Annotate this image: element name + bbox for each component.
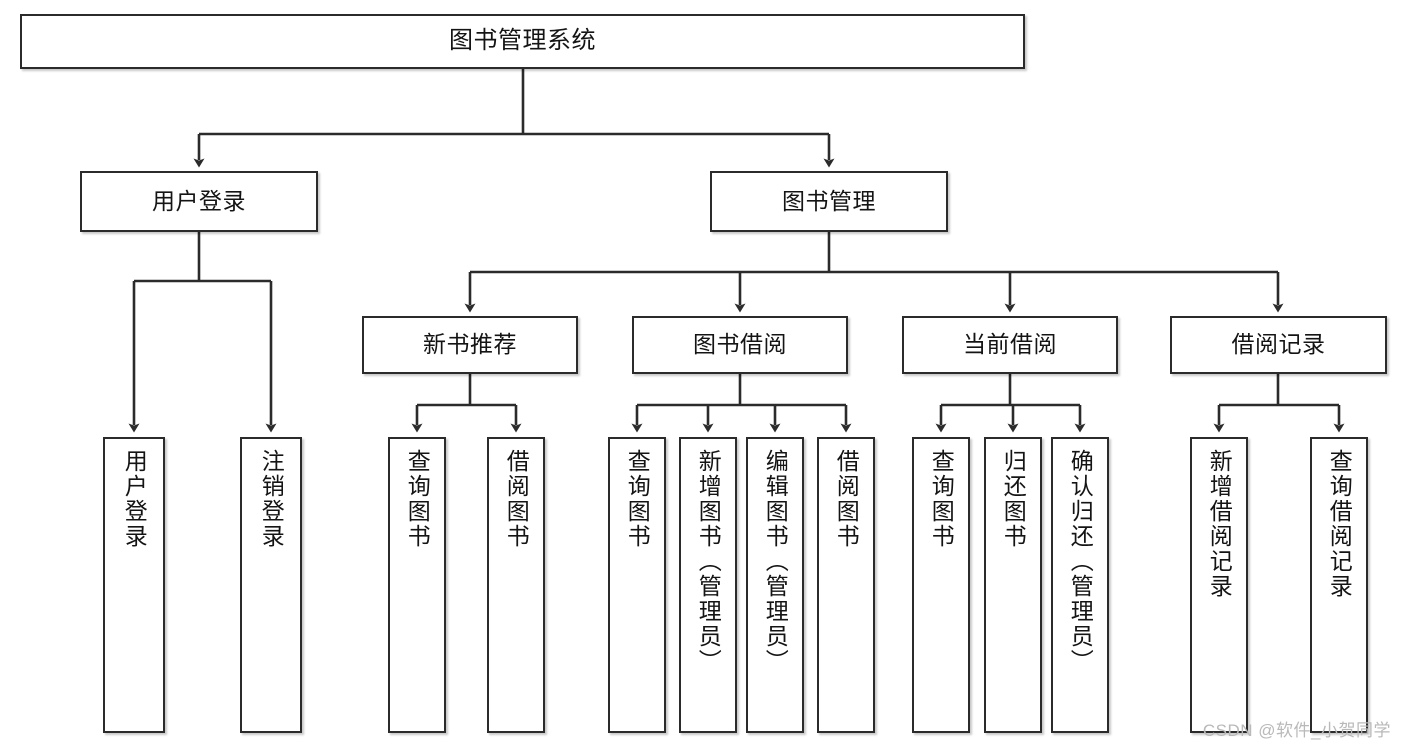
node-leaf-add-borrow-record[interactable]: 新增借阅记录 <box>1190 437 1248 733</box>
node-label: 新书推荐 <box>423 331 517 358</box>
node-label: 图书管理系统 <box>449 27 596 55</box>
node-new-book-recommend[interactable]: 新书推荐 <box>362 316 578 374</box>
node-label: 注销登录 <box>258 449 285 549</box>
node-leaf-return-book[interactable]: 归还图书 <box>984 437 1042 733</box>
node-label: 查询借阅记录 <box>1326 449 1353 599</box>
node-root-system[interactable]: 图书管理系统 <box>20 14 1025 69</box>
node-borrow-record[interactable]: 借阅记录 <box>1170 316 1387 374</box>
node-leaf-borrow-book-2[interactable]: 借阅图书 <box>817 437 875 733</box>
node-leaf-edit-book-admin[interactable]: 编辑图书（管理员） <box>746 437 804 733</box>
node-label: 用户登录 <box>121 449 148 549</box>
node-user-login[interactable]: 用户登录 <box>80 171 318 232</box>
node-book-borrow[interactable]: 图书借阅 <box>632 316 848 374</box>
node-leaf-user-login[interactable]: 用户登录 <box>103 437 165 733</box>
node-label: 新增图书（管理员） <box>695 449 722 674</box>
node-label: 查询图书 <box>404 449 431 549</box>
node-label: 图书借阅 <box>693 331 787 358</box>
node-label: 查询图书 <box>624 449 651 549</box>
node-label: 归还图书 <box>1000 449 1027 549</box>
node-label: 当前借阅 <box>963 331 1057 358</box>
node-label: 借阅图书 <box>833 449 860 549</box>
node-label: 用户登录 <box>152 187 246 214</box>
node-label: 查询图书 <box>928 449 955 549</box>
node-leaf-query-book-1[interactable]: 查询图书 <box>388 437 446 733</box>
node-leaf-query-borrow-record[interactable]: 查询借阅记录 <box>1310 437 1368 733</box>
node-leaf-borrow-book-1[interactable]: 借阅图书 <box>487 437 545 733</box>
node-label: 新增借阅记录 <box>1206 449 1233 599</box>
node-leaf-confirm-return-admin[interactable]: 确认归还（管理员） <box>1051 437 1109 733</box>
node-leaf-logout[interactable]: 注销登录 <box>240 437 302 733</box>
watermark: CSDN @软件_小贺同学 <box>1202 721 1391 740</box>
node-label: 借阅图书 <box>503 449 530 549</box>
node-leaf-add-book-admin[interactable]: 新增图书（管理员） <box>679 437 737 733</box>
node-current-borrow[interactable]: 当前借阅 <box>902 316 1118 374</box>
node-label: 借阅记录 <box>1231 331 1326 358</box>
node-leaf-query-book-2[interactable]: 查询图书 <box>608 437 666 733</box>
node-label: 编辑图书（管理员） <box>762 449 789 674</box>
node-label: 图书管理 <box>782 187 876 214</box>
node-book-manage[interactable]: 图书管理 <box>710 171 948 232</box>
node-leaf-query-book-3[interactable]: 查询图书 <box>912 437 970 733</box>
node-label: 确认归还（管理员） <box>1067 449 1094 674</box>
